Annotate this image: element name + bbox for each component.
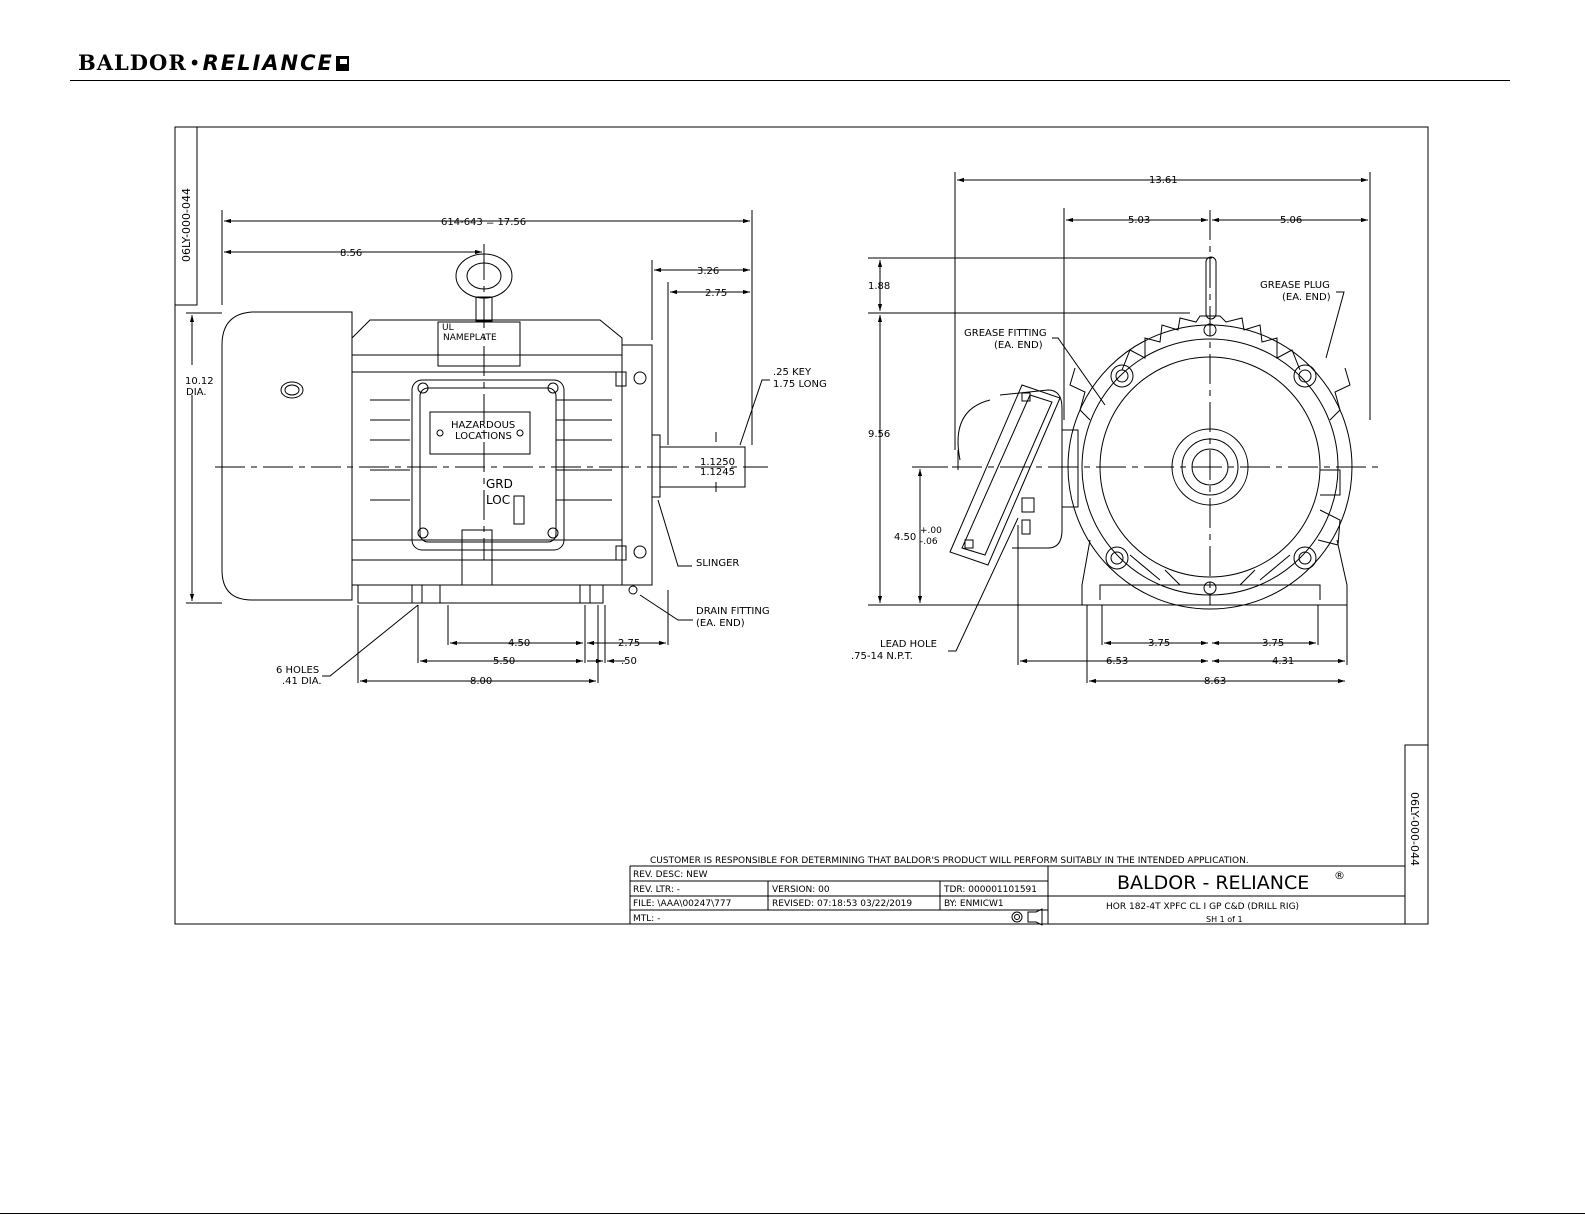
shaft-dia-2: 1.1245 — [700, 467, 735, 478]
loc-label: LOC — [486, 493, 510, 507]
end-view-dimensions — [868, 172, 1371, 684]
slinger-label: SLINGER — [696, 558, 739, 569]
part-description: HOR 182-4T XPFC CL I GP C&D (DRILL RIG) — [1106, 902, 1299, 912]
key-label-1: .25 KEY — [773, 367, 812, 378]
drain-label-1: DRAIN FITTING — [696, 606, 770, 617]
dim-3-75-right: 3.75 — [1262, 638, 1284, 649]
dim-1-88: 1.88 — [868, 281, 890, 292]
dim-3-75-left: 3.75 — [1148, 638, 1170, 649]
rev-ltr: REV. LTR: - — [633, 885, 680, 895]
lead-hole-label-2: .75-14 N.P.T. — [851, 651, 913, 662]
dim-8-63: 8.63 — [1204, 676, 1226, 687]
grease-plug-label-2: (EA. END) — [1282, 292, 1331, 303]
rev-desc: REV. DESC: NEW — [633, 870, 708, 880]
grease-fitting-label-2: (EA. END) — [994, 340, 1043, 351]
company-name: BALDOR - RELIANCE — [1117, 872, 1309, 894]
shaft-dia-1: 1.1250 — [700, 457, 735, 468]
version: VERSION: 00 — [772, 885, 830, 895]
brand-reliance: RELIANCE — [202, 51, 334, 75]
footer-rule — [0, 1213, 1585, 1214]
revised: REVISED: 07:18:53 03/22/2019 — [772, 899, 912, 909]
grease-plug-label-1: GREASE PLUG — [1260, 280, 1330, 291]
dim-0-50: .50 — [621, 656, 637, 667]
end-view-motor — [949, 256, 1353, 610]
holes-label-2: .41 DIA. — [282, 676, 322, 687]
dim-8-56: 8.56 — [340, 248, 362, 259]
header-rule — [70, 80, 1510, 81]
dim-6-53: 6.53 — [1106, 656, 1128, 667]
nameplate-ul: UL — [442, 323, 454, 333]
drain-label-2: (EA. END) — [696, 618, 745, 629]
id-box-left — [174, 126, 198, 306]
title-block-lines — [629, 865, 1406, 926]
mtl: MTL: - — [633, 914, 660, 924]
key-label-2: 1.75 LONG — [773, 379, 827, 390]
hazardous-label-1: HAZARDOUS — [451, 420, 515, 431]
file-path: FILE: \AAA\00247\777 — [633, 899, 731, 909]
id-box-right — [1404, 744, 1429, 925]
tdr: TDR: 000001101591 — [943, 885, 1037, 895]
dim-4-50-end: 4.50 — [894, 532, 916, 543]
side-view-dimensions — [186, 210, 770, 684]
holes-label-1: 6 HOLES — [276, 665, 319, 676]
nameplate-label: NAMEPLATE — [443, 333, 497, 343]
tolerance-plus: +.00 — [920, 526, 942, 536]
dim-diameter-value: 10.12 — [185, 376, 214, 387]
drawing-id-right: 06LY-000-044 — [1408, 792, 1421, 866]
dim-9-56: 9.56 — [868, 429, 890, 440]
drawing-id-left: 06LY-000-044 — [180, 188, 193, 262]
dim-overall: 614-643 = 17.56 — [441, 217, 526, 228]
brand-baldor: BALDOR — [78, 50, 187, 75]
dim-5-06: 5.06 — [1280, 215, 1302, 226]
dim-4-50-side: 4.50 — [508, 638, 530, 649]
dim-4-31: 4.31 — [1272, 656, 1294, 667]
drawn-by: BY: ENMICW1 — [944, 899, 1004, 909]
dim-8-00: 8.00 — [470, 676, 492, 687]
tolerance-minus: -.06 — [920, 537, 938, 547]
dim-diameter-label: DIA. — [186, 387, 207, 398]
drawing-border — [174, 126, 1429, 925]
dim-3-26: 3.26 — [697, 266, 719, 277]
dim-2-75-bottom: 2.75 — [618, 638, 640, 649]
side-view-motor — [221, 253, 746, 604]
brand-separator: • — [188, 51, 201, 75]
grease-fitting-label-1: GREASE FITTING — [964, 328, 1047, 339]
sheet-number: SH 1 of 1 — [1206, 915, 1243, 924]
dim-2-75-top: 2.75 — [705, 288, 727, 299]
disclaimer: CUSTOMER IS RESPONSIBLE FOR DETERMINING … — [650, 856, 1249, 866]
registered-mark: ® — [1334, 869, 1345, 882]
dim-5-03: 5.03 — [1128, 215, 1150, 226]
lead-hole-label-1: LEAD HOLE — [880, 639, 937, 650]
hazardous-label-2: LOCATIONS — [455, 431, 512, 442]
grd-label: GRD — [486, 477, 513, 491]
brand-mark-icon — [335, 56, 349, 71]
baldor-reliance-logo: BALDOR•RELIANCE — [78, 50, 349, 76]
dim-5-50: 5.50 — [493, 656, 515, 667]
dim-13-61: 13.61 — [1149, 175, 1178, 186]
